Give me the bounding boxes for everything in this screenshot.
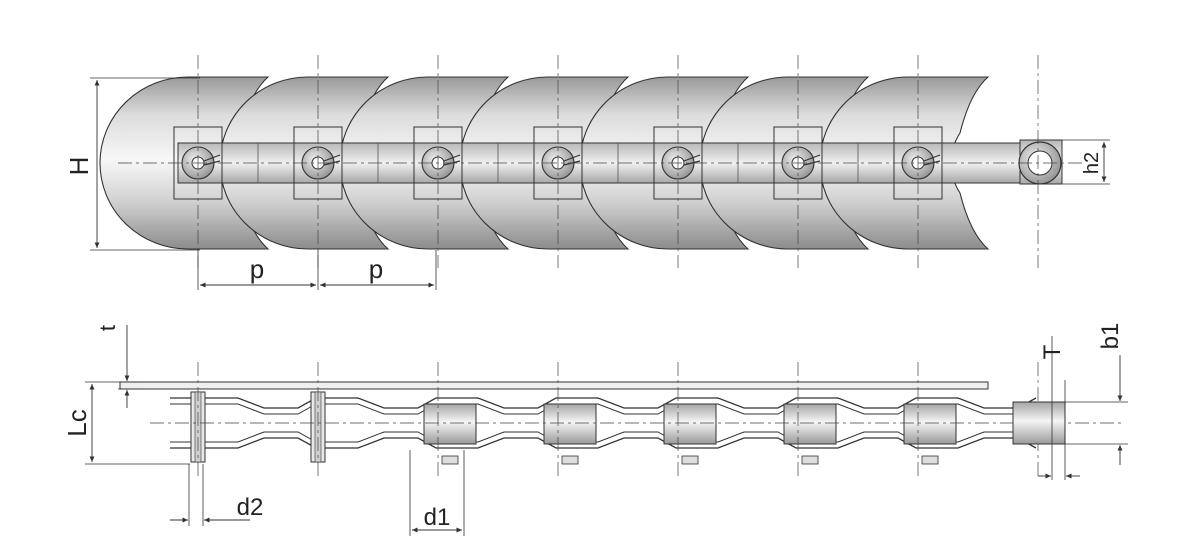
pin-head-6 [801, 455, 819, 465]
label-d1: d1 [424, 504, 451, 531]
dimension-h2: h2 [1062, 139, 1110, 185]
dimension-d1: d1 [409, 450, 465, 536]
pin-core-2 [314, 391, 322, 463]
label-b1: b1 [1097, 323, 1124, 350]
top-view: H p p h2 [64, 55, 1110, 290]
label-h2: h2 [1081, 152, 1103, 174]
top-plate [119, 381, 989, 390]
label-p-2: p [369, 254, 383, 284]
centerlines [118, 55, 1082, 268]
pin-core-1 [194, 391, 202, 463]
dimension-b1: b1 [1065, 323, 1128, 465]
end-roller [1012, 401, 1066, 445]
roller-7 [903, 403, 957, 445]
roller-3 [423, 403, 477, 445]
label-t: t [95, 325, 120, 331]
pin-head-5 [681, 455, 699, 465]
pin-head-7 [921, 455, 939, 465]
dimension-t: t [95, 325, 140, 408]
dimension-p: p p [197, 250, 437, 290]
label-T: T [1039, 344, 1066, 359]
side-view: t Lc d2 d1 T [62, 323, 1128, 536]
label-p-1: p [250, 254, 264, 284]
side-rollers [190, 391, 957, 465]
roller-5 [663, 403, 717, 445]
label-lc: Lc [62, 409, 92, 436]
end-roller-boss [1018, 139, 1063, 185]
label-d2: d2 [237, 494, 264, 521]
dimension-lc: Lc [62, 381, 190, 465]
dimension-d2: d2 [170, 464, 263, 526]
dimension-h: H [64, 77, 200, 251]
side-centerlines [150, 362, 1125, 480]
pin-head-3 [441, 455, 459, 465]
roller-6 [783, 403, 837, 445]
roller-4 [543, 403, 597, 445]
label-h: H [64, 157, 94, 176]
pin-head-4 [561, 455, 579, 465]
cotter-pin-5 [683, 154, 701, 166]
dimension-T: T [1038, 336, 1080, 480]
